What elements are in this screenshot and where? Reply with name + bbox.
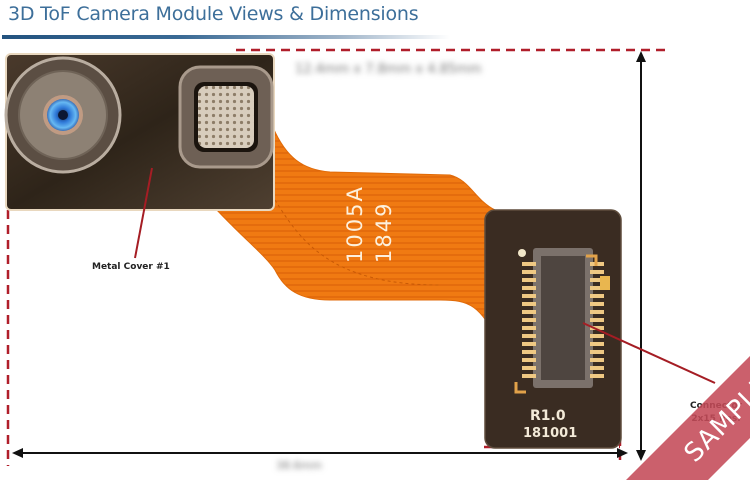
connector-callout: Connector 2x15 Pos. bbox=[690, 400, 742, 426]
connector-callout-line1: Connector bbox=[690, 401, 742, 411]
flex-marking-part: 1005A bbox=[343, 185, 367, 263]
connector-callout-line2: 2x15 Pos. bbox=[691, 414, 741, 424]
flex-marking-date: 1849 bbox=[372, 201, 396, 263]
board-date-code: 181001 bbox=[523, 426, 578, 441]
height-dimension-arrow bbox=[636, 51, 646, 461]
metal-cover-callout: Metal Cover #1 bbox=[92, 262, 170, 272]
title-underline bbox=[2, 35, 450, 39]
flex-cable bbox=[213, 119, 501, 346]
top-dimension-label: 12.4mm x 7.8mm x 4.85mm bbox=[295, 62, 482, 77]
metal-cover-leader-line bbox=[134, 167, 153, 259]
width-dimension-arrow bbox=[12, 448, 628, 458]
board-revision: R1.0 bbox=[530, 408, 566, 424]
bottom-dimension-label: 38.6mm bbox=[276, 459, 322, 472]
camera-module bbox=[4, 53, 275, 211]
page-title: 3D ToF Camera Module Views & Dimensions bbox=[8, 3, 419, 25]
